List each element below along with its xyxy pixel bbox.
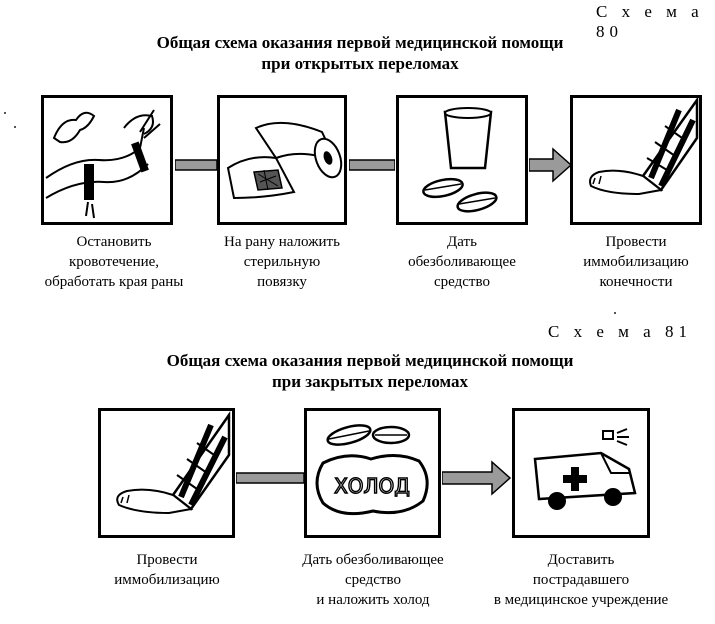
scheme-80-title-line-2: при открытых переломах (261, 54, 459, 73)
scheme-80-arrow-1 (175, 152, 217, 178)
pills-and-cold-icon: ХОЛОД (315, 424, 429, 516)
scheme-81-arrow-2 (442, 458, 512, 498)
scan-speck (614, 312, 616, 314)
scheme-81-title: Общая схема оказания первой медицинской … (70, 350, 670, 392)
scheme-80-step-1-box (41, 95, 173, 225)
scheme-81-step-1-caption: Провести иммобилизацию (114, 552, 220, 588)
scheme-80-step-4-box (570, 95, 702, 225)
scheme-80-step-2-caption: На рану наложить стерильную повязку (224, 234, 340, 290)
scheme-80-title-line-1: Общая схема оказания первой медицинской … (156, 33, 564, 52)
scan-speck (14, 126, 16, 128)
cold-label: ХОЛОД (334, 474, 410, 498)
scheme-80-step-3-caption: Дать обезболивающее средство (408, 234, 516, 290)
scheme-81-title-line-2: при закрытых переломах (271, 372, 469, 391)
splinted-leg-icon (116, 411, 231, 515)
scheme-80-step-3-box (396, 95, 528, 225)
scheme-80-arrow-3 (529, 145, 573, 185)
ambulance-icon (533, 428, 637, 510)
cup-and-pills-icon (422, 107, 498, 213)
scheme-80-arrow-2 (349, 152, 395, 178)
bandage-roll-icon (226, 121, 343, 200)
scheme-80-step-2-box (217, 95, 347, 225)
scheme-80-step-4-caption: Провести иммобилизацию конечности (583, 234, 689, 290)
scan-speck (4, 112, 6, 114)
scheme-81-step-3-box (512, 408, 650, 538)
scheme-80-step-1-caption: Остановить кровотечение, обработать края… (44, 234, 184, 290)
scheme-81-step-2-box: ХОЛОД (304, 408, 441, 538)
scheme-81-step-2-caption: Дать обезболивающее средство и наложить … (302, 552, 444, 608)
bleeding-arm-icon (45, 109, 161, 219)
scheme-81-step-3-caption: Доставить пострадавшего в медицинское уч… (493, 552, 669, 608)
scheme-81-title-line-1: Общая схема оказания первой медицинской … (166, 351, 574, 370)
scheme-81-number: С х е м а 81 (548, 322, 692, 341)
scheme-80-title: Общая схема оказания первой медицинской … (60, 32, 660, 74)
scheme-81-arrow-1 (236, 465, 304, 491)
scheme-80-number: С х е м а 80 (596, 2, 704, 41)
splinted-leg-icon (589, 98, 699, 196)
scheme-81-step-1-box (98, 408, 235, 538)
